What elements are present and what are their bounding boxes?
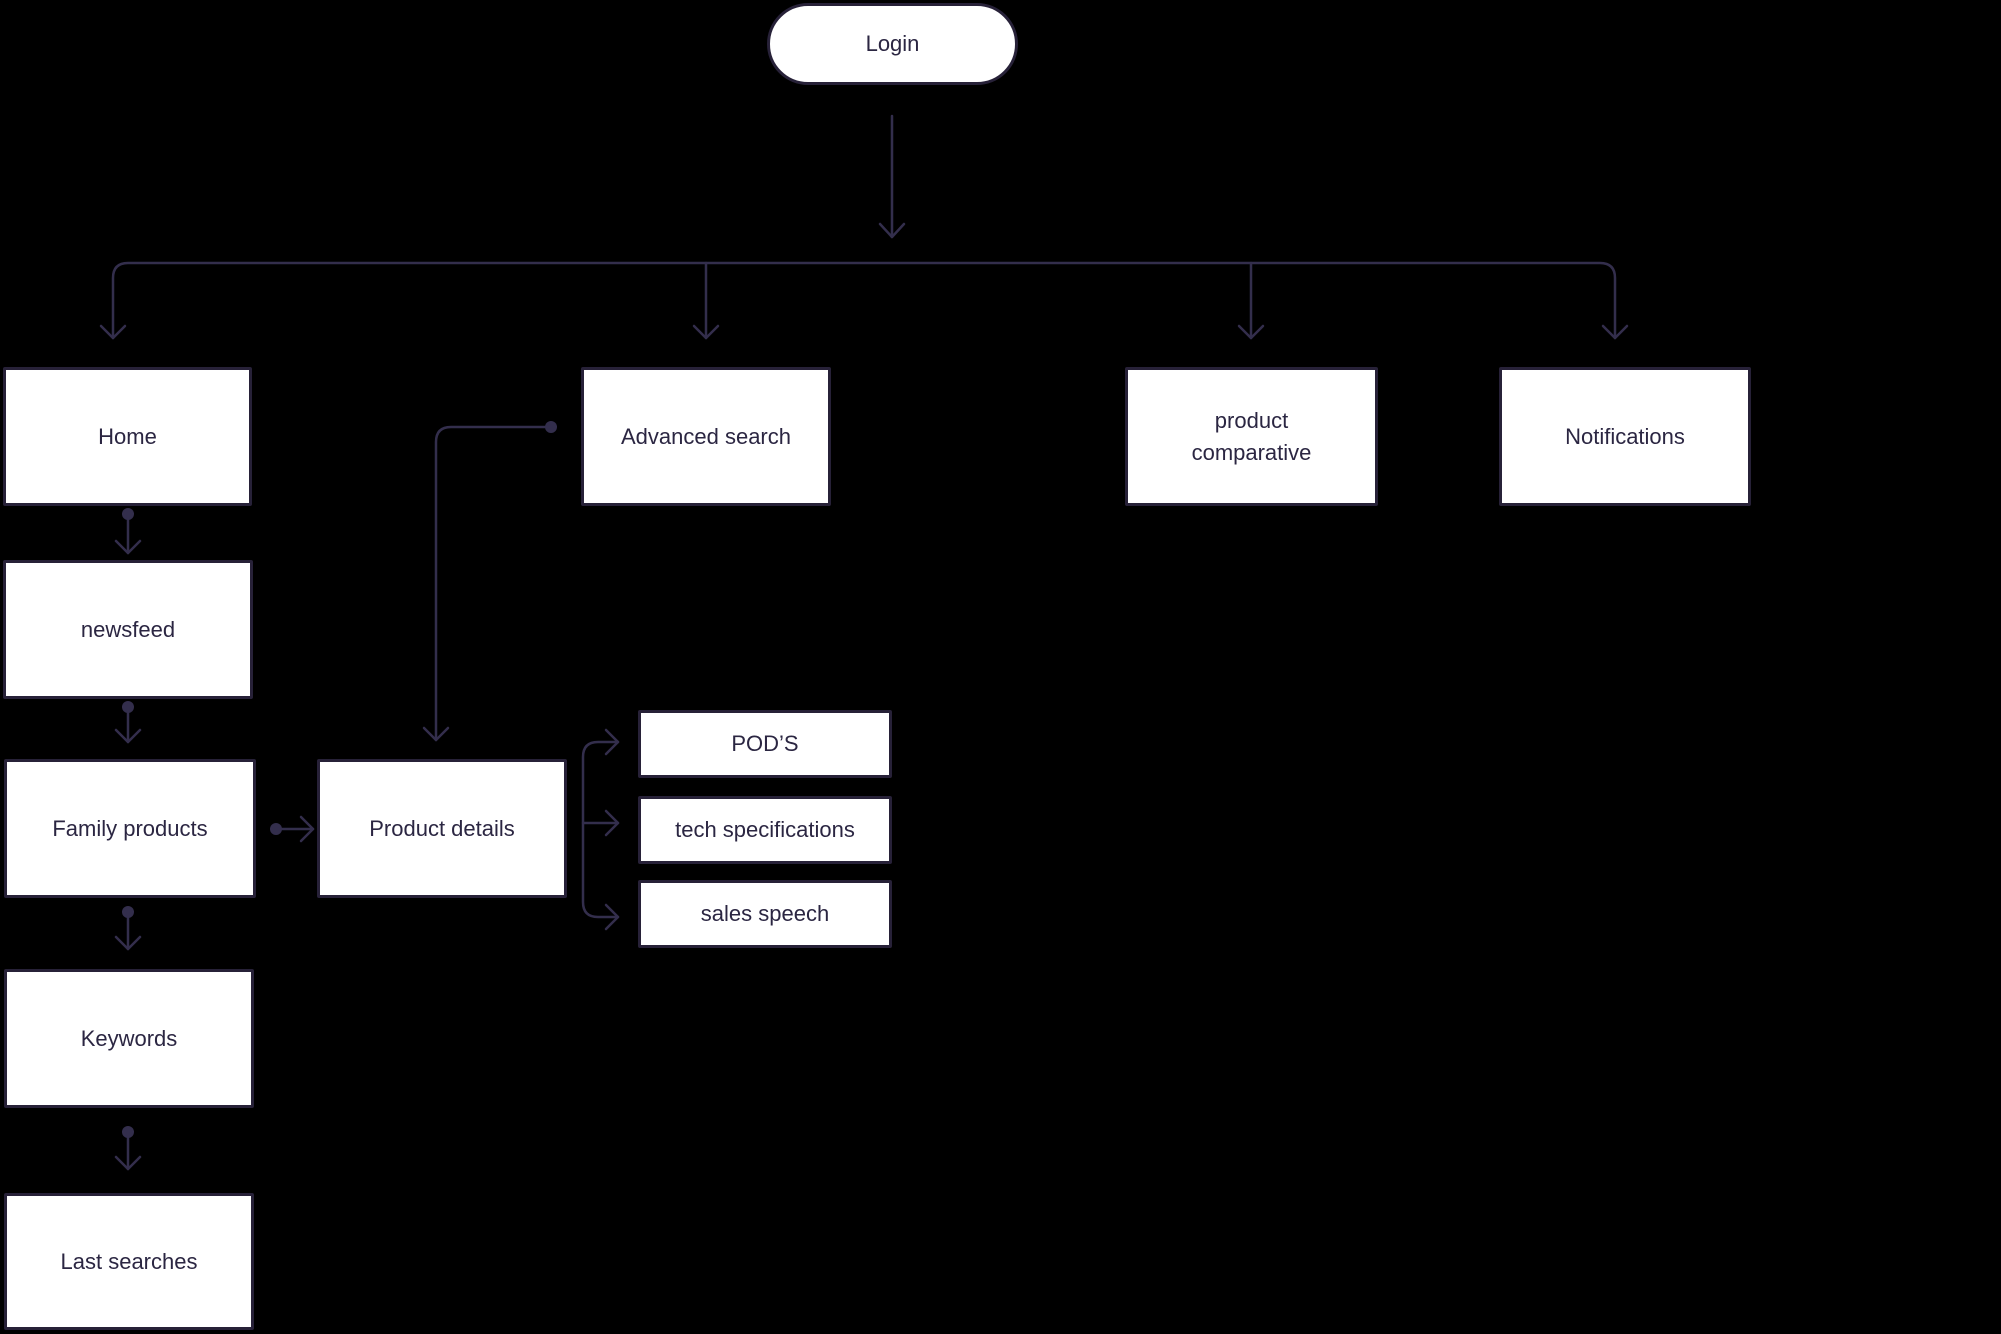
edge-product-details-branches xyxy=(581,728,620,931)
node-sales-speech-label: sales speech xyxy=(700,901,830,927)
node-advanced-search[interactable]: Advanced search xyxy=(581,367,831,506)
edge-family-products-keywords xyxy=(114,906,142,951)
node-sales-speech[interactable]: sales speech xyxy=(638,880,892,948)
node-pods[interactable]: POD’S xyxy=(638,710,892,778)
node-keywords[interactable]: Keywords xyxy=(4,969,254,1108)
edge-branch-rail xyxy=(99,261,1629,340)
node-product-comparative[interactable]: product comparative xyxy=(1125,367,1378,506)
node-login[interactable]: Login xyxy=(767,3,1018,85)
node-keywords-label: Keywords xyxy=(80,1025,178,1051)
node-advanced-search-label: Advanced search xyxy=(621,423,791,449)
node-notifications-label: Notifications xyxy=(1565,423,1685,449)
node-product-comparative-label: product comparative xyxy=(1191,407,1312,465)
node-newsfeed-label: newsfeed xyxy=(80,616,176,642)
node-last-searches[interactable]: Last searches xyxy=(4,1193,254,1330)
node-newsfeed[interactable]: newsfeed xyxy=(3,560,253,699)
node-home-label: Home xyxy=(98,423,157,449)
node-login-label: Login xyxy=(865,31,920,57)
node-last-searches-label: Last searches xyxy=(60,1248,198,1274)
edge-home-newsfeed xyxy=(114,508,142,555)
edge-login-to-branch xyxy=(878,114,906,239)
node-family-products-label: Family products xyxy=(52,815,208,841)
edge-advanced-search-product-details xyxy=(422,421,557,742)
node-product-details[interactable]: Product details xyxy=(317,759,567,898)
node-product-details-label: Product details xyxy=(369,815,515,841)
edge-family-products-product-details xyxy=(270,815,315,843)
node-notifications[interactable]: Notifications xyxy=(1499,367,1751,506)
node-tech-specifications[interactable]: tech specifications xyxy=(638,796,892,864)
edge-newsfeed-family-products xyxy=(114,701,142,744)
node-pods-label: POD’S xyxy=(731,731,799,757)
node-tech-specifications-label: tech specifications xyxy=(675,817,855,843)
node-family-products[interactable]: Family products xyxy=(4,759,256,898)
edge-keywords-last-searches xyxy=(114,1126,142,1171)
node-home[interactable]: Home xyxy=(3,367,252,506)
